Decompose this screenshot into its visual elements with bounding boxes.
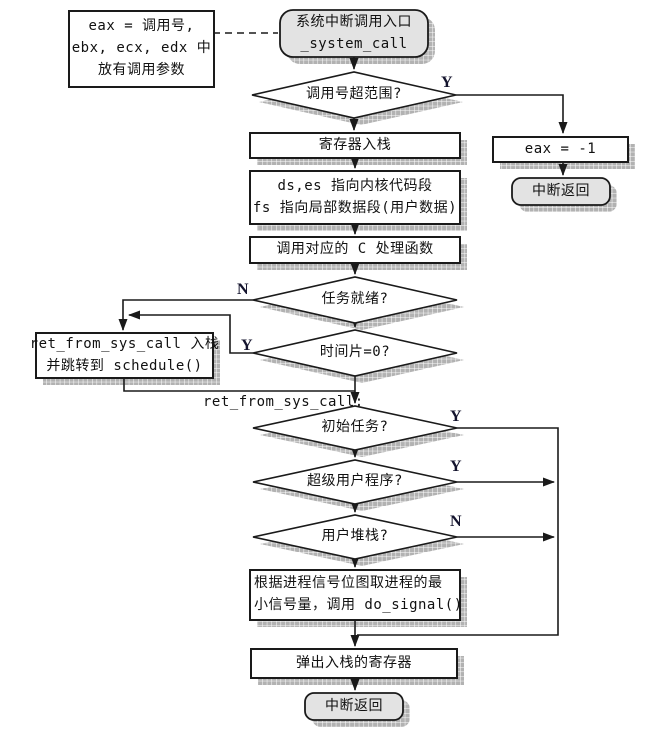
decision-user-stack-shape xyxy=(252,514,458,560)
process-call-c-shape xyxy=(249,236,461,264)
annotation-line: eax = 调用号, xyxy=(88,18,195,35)
decision-initial-task: 初始任务? xyxy=(321,419,389,436)
branch-label-initial-task-yes: Y xyxy=(450,408,462,425)
branch-label-task-ready-no: N xyxy=(237,281,249,298)
do-signal-line: 小信号量，调用 do_signal() xyxy=(254,597,463,613)
process-call-c-handler: 调用对应的 C 处理函数 xyxy=(276,241,434,258)
process-push-registers: 寄存器入栈 xyxy=(318,136,392,153)
process-eax-result-shape xyxy=(492,136,629,163)
annotation-line: 放有调用参数 xyxy=(98,61,185,78)
terminal-interrupt-return-top: 中断返回 xyxy=(532,182,590,199)
branch-label-call-range-yes: Y xyxy=(441,74,453,91)
process-do-signal-shape xyxy=(249,569,461,621)
segment-line: fs 指向局部数据段(用户数据) xyxy=(252,199,458,216)
branch-label-superuser-yes: Y xyxy=(450,458,462,475)
entry-line: _system_call xyxy=(300,35,408,52)
schedule-line: 并跳转到 schedule() xyxy=(46,357,203,374)
decision-user-stack: 用户堆栈? xyxy=(321,528,389,545)
branch-label-timeslice-yes: Y xyxy=(241,337,253,354)
decision-task-ready-shape xyxy=(252,276,458,324)
process-pop-registers-shape xyxy=(250,648,458,679)
process-eax-result: eax = -1 xyxy=(524,140,597,157)
decision-timeslice-zero: 时间片=0? xyxy=(319,344,391,361)
decision-superuser-program: 超级用户程序? xyxy=(307,473,403,490)
process-segments-shape xyxy=(249,170,461,225)
decision-task-ready: 任务就绪? xyxy=(321,291,389,308)
connector-lines xyxy=(118,32,568,691)
do-signal-line: 根据进程信号位图取进程的最 xyxy=(254,575,443,592)
decision-call-range: 调用号超范围? xyxy=(306,86,402,103)
schedule-line: ret_from_sys_call 入栈 xyxy=(29,335,220,352)
annotation-box: eax = 调用号, ebx, ecx, edx 中 放有调用参数 xyxy=(69,11,214,87)
node-shapes xyxy=(35,9,629,721)
process-schedule-shape xyxy=(35,332,214,379)
segment-line: ds,es 指向内核代码段 xyxy=(277,177,433,194)
terminal-return-top-shape xyxy=(511,177,611,206)
decision-timeslice-shape xyxy=(252,329,458,377)
decision-call-range-shape xyxy=(251,71,457,119)
branch-label-user-stack-no: N xyxy=(450,513,462,530)
entry-node: 系统中断调用入口 _system_call xyxy=(280,10,428,57)
process-do-signal: 根据进程信号位图取进程的最 小信号量，调用 do_signal() xyxy=(250,570,463,620)
entry-node-shape xyxy=(279,9,429,58)
terminal-interrupt-return-bottom: 中断返回 xyxy=(325,697,383,714)
process-schedule: ret_from_sys_call 入栈 并跳转到 schedule() xyxy=(30,333,219,378)
label-ret-from-sys-call: ret_from_sys_call: xyxy=(203,394,364,410)
decision-initial-task-shape xyxy=(252,405,458,451)
terminal-return-bottom-shape xyxy=(304,692,404,721)
process-push-registers-shape xyxy=(249,132,461,159)
process-segment-setup: ds,es 指向内核代码段 fs 指向局部数据段(用户数据) xyxy=(250,171,460,224)
process-pop-registers: 弹出入栈的寄存器 xyxy=(296,654,412,671)
entry-line: 系统中断调用入口 xyxy=(296,13,412,30)
decision-superuser-shape xyxy=(252,459,458,505)
annotation-line: ebx, ecx, edx 中 xyxy=(71,40,212,57)
annotation-box-shape xyxy=(68,10,215,88)
